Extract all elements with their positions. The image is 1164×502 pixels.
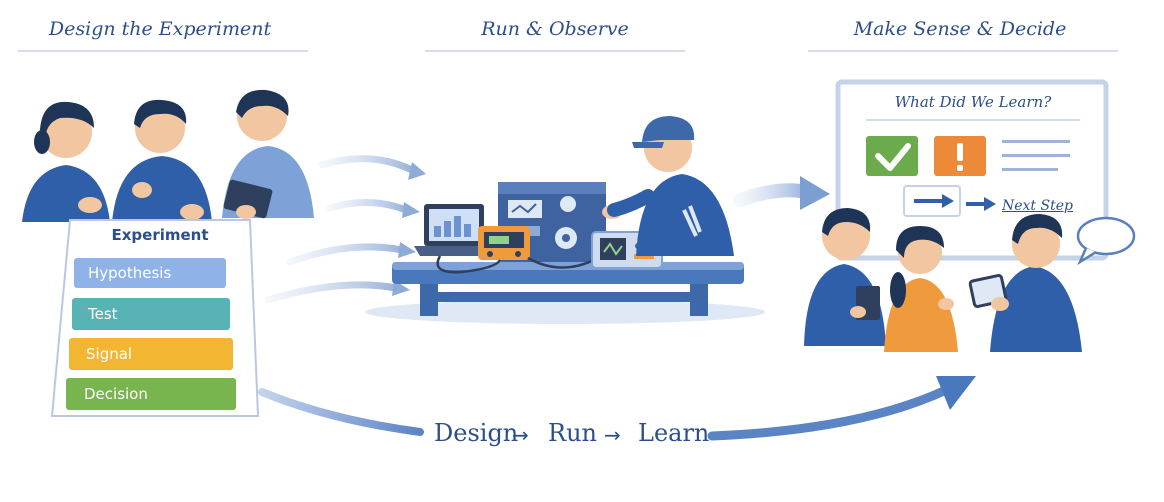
step-signal-label: Signal (86, 345, 132, 363)
person-woman-left-icon (22, 102, 110, 222)
center-to-right-arrowhead (800, 176, 830, 210)
person-man-tablet-icon (222, 90, 314, 219)
flow-arrow-2-icon: → (604, 423, 621, 447)
flow-step-design: Design (434, 419, 518, 447)
flow-arrow-left (262, 392, 420, 432)
center-to-right-arrow (740, 190, 806, 200)
orange-meter-icon (478, 226, 530, 260)
step-decision-label: Decision (84, 385, 148, 403)
step-hypothesis-label: Hypothesis (88, 264, 171, 282)
experiment-card (52, 220, 258, 416)
step-test-label: Test (88, 305, 118, 323)
lab-bench (365, 262, 765, 324)
experiment-card-title: Experiment (70, 226, 250, 244)
flow-arrow-right (712, 390, 946, 436)
next-step-label: Next Step (1002, 198, 1073, 214)
design-team (22, 90, 314, 222)
flow-arrow-1-icon: → (512, 423, 529, 447)
flow-step-run: Run (548, 419, 597, 447)
person-man-center-icon (112, 100, 212, 222)
whiteboard-title: What Did We Learn? (866, 93, 1080, 111)
flow-step-learn: Learn (638, 419, 709, 447)
